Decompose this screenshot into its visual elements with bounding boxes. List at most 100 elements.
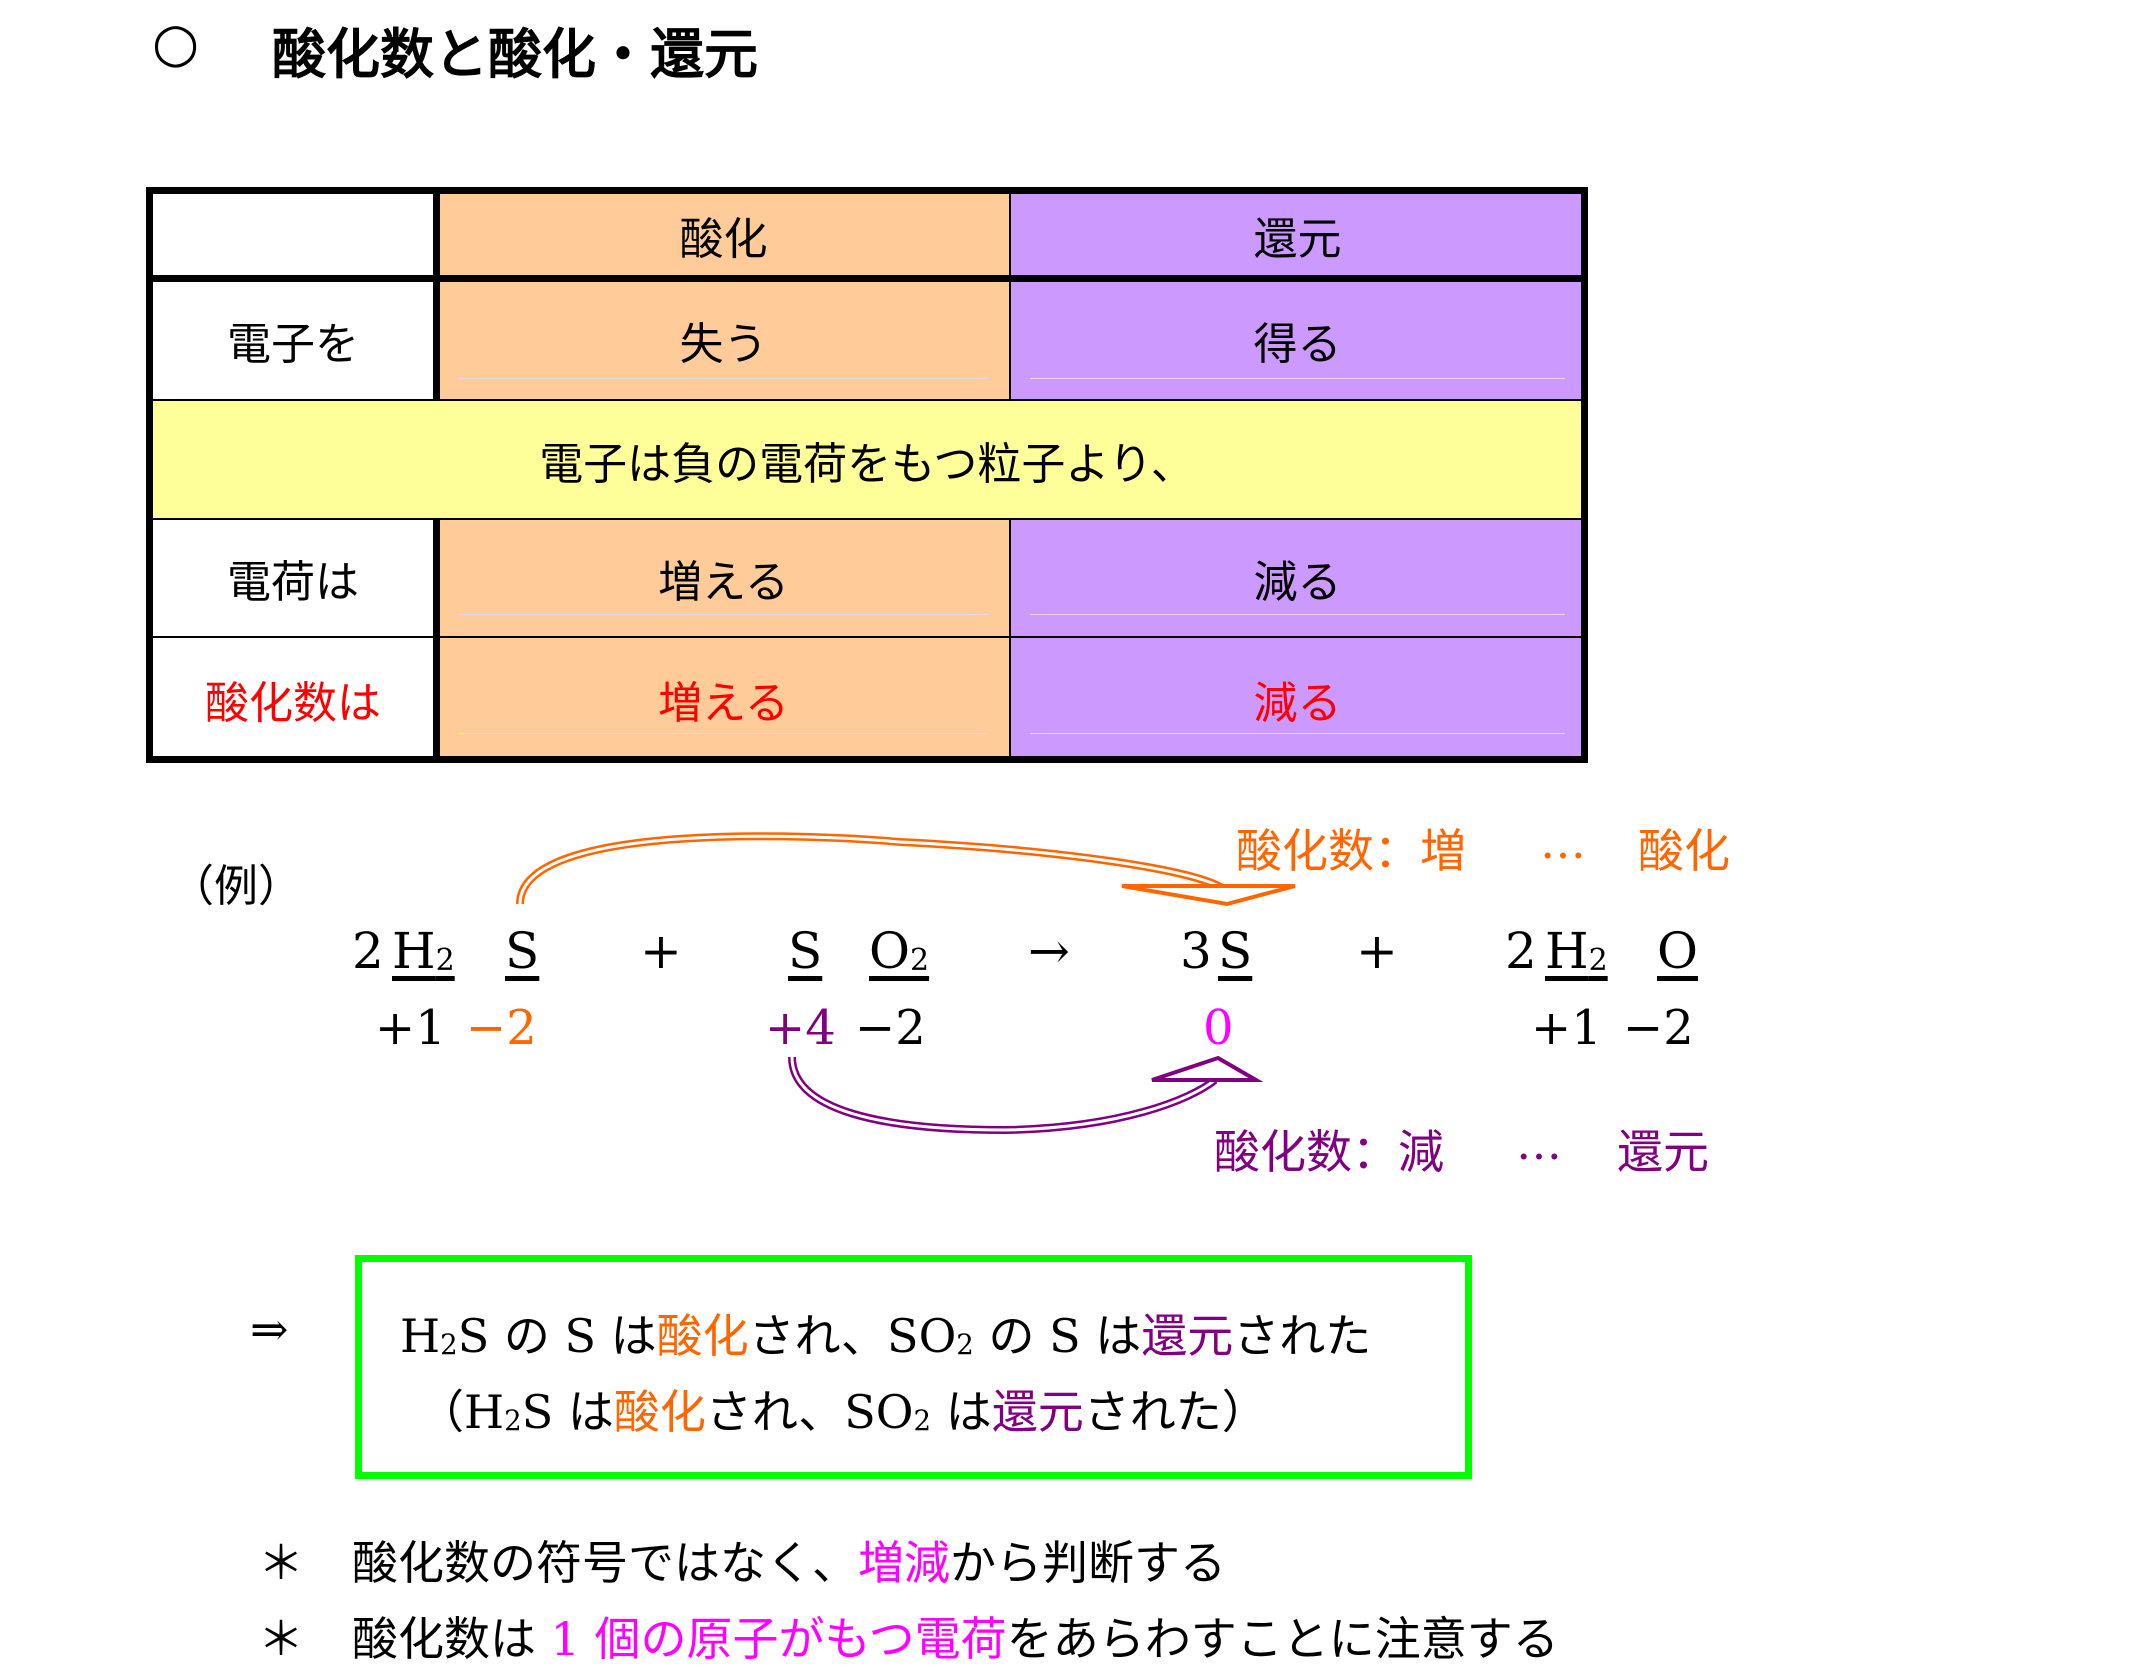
oxidation-note-text: 酸化数：増	[1236, 824, 1466, 878]
oxidation-arrow	[516, 832, 1296, 907]
header-reduction: 還元	[1010, 190, 1585, 279]
reduction-word: 還元	[1141, 1309, 1234, 1363]
note-1: 酸化数の符号ではなく、増減から判断する	[352, 1527, 1226, 1593]
formula-s-b: S	[788, 922, 823, 980]
page-title: 酸化数と酸化・還元	[272, 22, 758, 86]
h: H	[392, 922, 436, 980]
table-border	[1009, 187, 1011, 400]
table-border	[146, 187, 153, 763]
example-label: （例）	[170, 861, 302, 912]
header-oxidation: 酸化	[437, 190, 1010, 279]
text: された）	[1083, 1385, 1268, 1439]
conclusion-line-2: （H2S は酸化され、SO2 は還元された）	[418, 1376, 1268, 1442]
cell-oxidation-oxnum: 増える	[437, 637, 1010, 760]
cell-oxidation-charge: 増える	[437, 519, 1010, 637]
text: され、SO	[748, 1309, 957, 1363]
oxnum-s-product: 0	[1203, 1000, 1234, 1056]
header-empty-cell	[149, 190, 437, 279]
plus-2: +	[1356, 922, 1398, 980]
formula-o2: O2	[869, 922, 929, 980]
oxidation-note-dots: …	[1540, 815, 1586, 869]
text: （H	[418, 1385, 505, 1439]
oxidation-word: 酸化	[656, 1309, 749, 1363]
cell-oxidation-electrons: 失う	[437, 279, 1010, 400]
guide-line	[1030, 733, 1565, 734]
oxnum-s-h2s: −2	[466, 1000, 537, 1056]
subscript: 2	[913, 1404, 932, 1437]
o: O	[869, 922, 910, 980]
text: は	[931, 1385, 992, 1439]
table-border	[1581, 187, 1588, 763]
table-border	[1009, 519, 1011, 763]
text: され、SO	[705, 1385, 914, 1439]
note-row: 電子は負の電荷をもつ粒子より、	[149, 400, 1585, 519]
conclusion-line-1: H2S の S は酸化され、SO2 の S は還元された	[400, 1300, 1371, 1366]
reduction-word: 還元	[991, 1385, 1084, 1439]
h-sub: 2	[1588, 943, 1608, 978]
highlight: 1 個の原子がもつ電荷	[550, 1612, 1007, 1666]
table-border	[146, 636, 1588, 638]
note-1-mark: ＊	[258, 1536, 304, 1590]
guide-line	[458, 378, 988, 379]
row-label-charge: 電荷は	[149, 519, 437, 637]
coef-h2s: 2	[352, 922, 384, 980]
note-2: 酸化数は 1 個の原子がもつ電荷をあらわすことに注意する	[352, 1603, 1559, 1669]
subscript: 2	[504, 1404, 522, 1437]
cell-reduction-oxnum: 減る	[1010, 637, 1585, 760]
guide-line	[1030, 614, 1565, 615]
subscript: 2	[440, 1328, 458, 1361]
formula-s-a: S	[505, 922, 540, 980]
reduction-arrow	[788, 1055, 1264, 1135]
cell-reduction-electrons: 得る	[1010, 279, 1585, 400]
note-2-mark: ＊	[258, 1612, 304, 1666]
row-label-electrons: 電子を	[149, 279, 437, 400]
table-border	[433, 519, 440, 763]
formula-s-c: S	[1218, 922, 1253, 980]
text: 酸化数は	[352, 1612, 551, 1666]
cell-reduction-charge: 減る	[1010, 519, 1585, 637]
table-border	[146, 275, 1588, 282]
text: の S は	[973, 1309, 1142, 1363]
coef-s: 3	[1180, 922, 1212, 980]
plus-1: +	[640, 922, 682, 980]
oxidation-note: 酸化数：増	[1236, 815, 1466, 881]
h-sub: 2	[435, 943, 455, 978]
oxnum-h-h2o: +1	[1531, 1000, 1602, 1056]
row-label-oxnum: 酸化数は	[149, 637, 437, 760]
table-border	[433, 187, 440, 400]
reduction-note-text: 酸化数：減	[1214, 1125, 1444, 1179]
o-sub: 2	[910, 943, 930, 978]
text: 酸化数の符号ではなく、	[352, 1536, 858, 1590]
reduction-note-dots: …	[1516, 1116, 1562, 1170]
coef-h2o: 2	[1505, 922, 1537, 980]
reaction-arrow: →	[1028, 922, 1070, 980]
oxnum-o-so2: −2	[855, 1000, 926, 1056]
text: された	[1233, 1309, 1372, 1363]
guide-line	[1030, 378, 1565, 379]
oxidation-word: 酸化	[613, 1385, 706, 1439]
oxnum-o-h2o: −2	[1623, 1000, 1694, 1056]
guide-line	[458, 733, 988, 734]
table-border	[146, 518, 1588, 520]
conclusion-box	[355, 1255, 1472, 1479]
text: をあらわすことに注意する	[1006, 1612, 1559, 1666]
table-border	[146, 756, 1588, 763]
table-border	[146, 399, 1588, 401]
subscript: 2	[956, 1328, 974, 1361]
reduction-note-result: 還元	[1617, 1125, 1709, 1179]
formula-h2-a: H2	[392, 922, 455, 980]
text: S の S は	[457, 1309, 657, 1363]
oxidation-note-result: 酸化	[1638, 824, 1730, 878]
highlight: 増減	[858, 1536, 950, 1590]
text: から判断する	[950, 1536, 1226, 1590]
guide-line	[458, 614, 988, 615]
text: S は	[521, 1385, 614, 1439]
implies-arrow: ⇒	[250, 1302, 289, 1356]
oxnum-s-so2: +4	[765, 1000, 836, 1056]
title-bullet: ○	[152, 10, 200, 74]
text: H	[400, 1309, 441, 1363]
oxnum-h-h2s: +1	[375, 1000, 446, 1056]
table-border	[146, 187, 1588, 194]
h: H	[1545, 922, 1589, 980]
